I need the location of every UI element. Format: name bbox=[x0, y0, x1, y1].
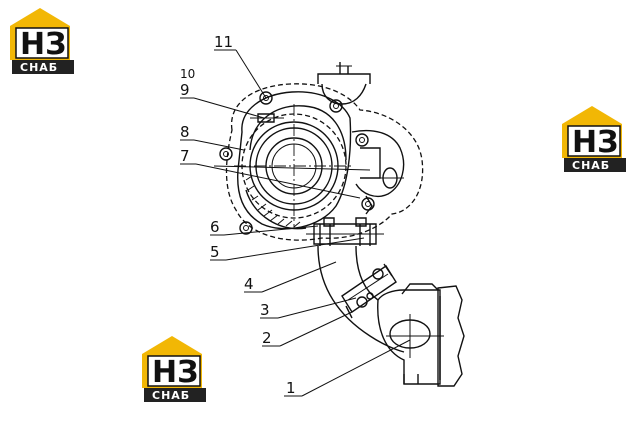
bolt-lower-left bbox=[239, 221, 253, 235]
logo-top-text: НЗ bbox=[572, 125, 618, 160]
watermark-logo-right: НЗ СНАБ bbox=[562, 106, 626, 172]
callout-1: 1 bbox=[286, 379, 296, 397]
outlet-flange-clamp bbox=[306, 217, 384, 246]
callout-4: 4 bbox=[244, 275, 254, 293]
bolt-lower-right bbox=[361, 197, 375, 211]
callout-3: 3 bbox=[260, 301, 270, 319]
callout-5: 5 bbox=[210, 243, 220, 261]
callout-9: 9 bbox=[180, 81, 190, 99]
outlet-elbow-body bbox=[377, 283, 465, 387]
callout-10: 10 bbox=[180, 67, 195, 81]
bolt-right bbox=[355, 133, 369, 147]
callout-7: 7 bbox=[180, 147, 190, 165]
callout-6: 6 bbox=[210, 218, 220, 236]
logo-bottom-text: СНАБ bbox=[20, 61, 58, 74]
turbocharger-housing bbox=[219, 62, 424, 241]
callout-2: 2 bbox=[262, 329, 272, 347]
bolt-left bbox=[219, 147, 233, 161]
bolt-top bbox=[259, 91, 273, 105]
logo-bottom-text: СНАБ bbox=[572, 159, 610, 172]
callout-11: 11 bbox=[214, 33, 233, 51]
callout-8: 8 bbox=[180, 123, 190, 141]
bolt-top-right bbox=[329, 99, 343, 113]
logo-top-text: НЗ bbox=[20, 27, 66, 62]
callout-labels: 11 10 9 8 7 6 5 4 3 2 1 bbox=[180, 33, 296, 397]
watermark-logo-bottom-left: НЗ СНАБ bbox=[142, 336, 206, 402]
leader-lines bbox=[180, 49, 411, 397]
logo-top-text: НЗ bbox=[152, 355, 198, 390]
logo-bottom-text: СНАБ bbox=[152, 389, 190, 402]
watermark-logo-top-left: НЗ СНАБ bbox=[10, 8, 74, 74]
